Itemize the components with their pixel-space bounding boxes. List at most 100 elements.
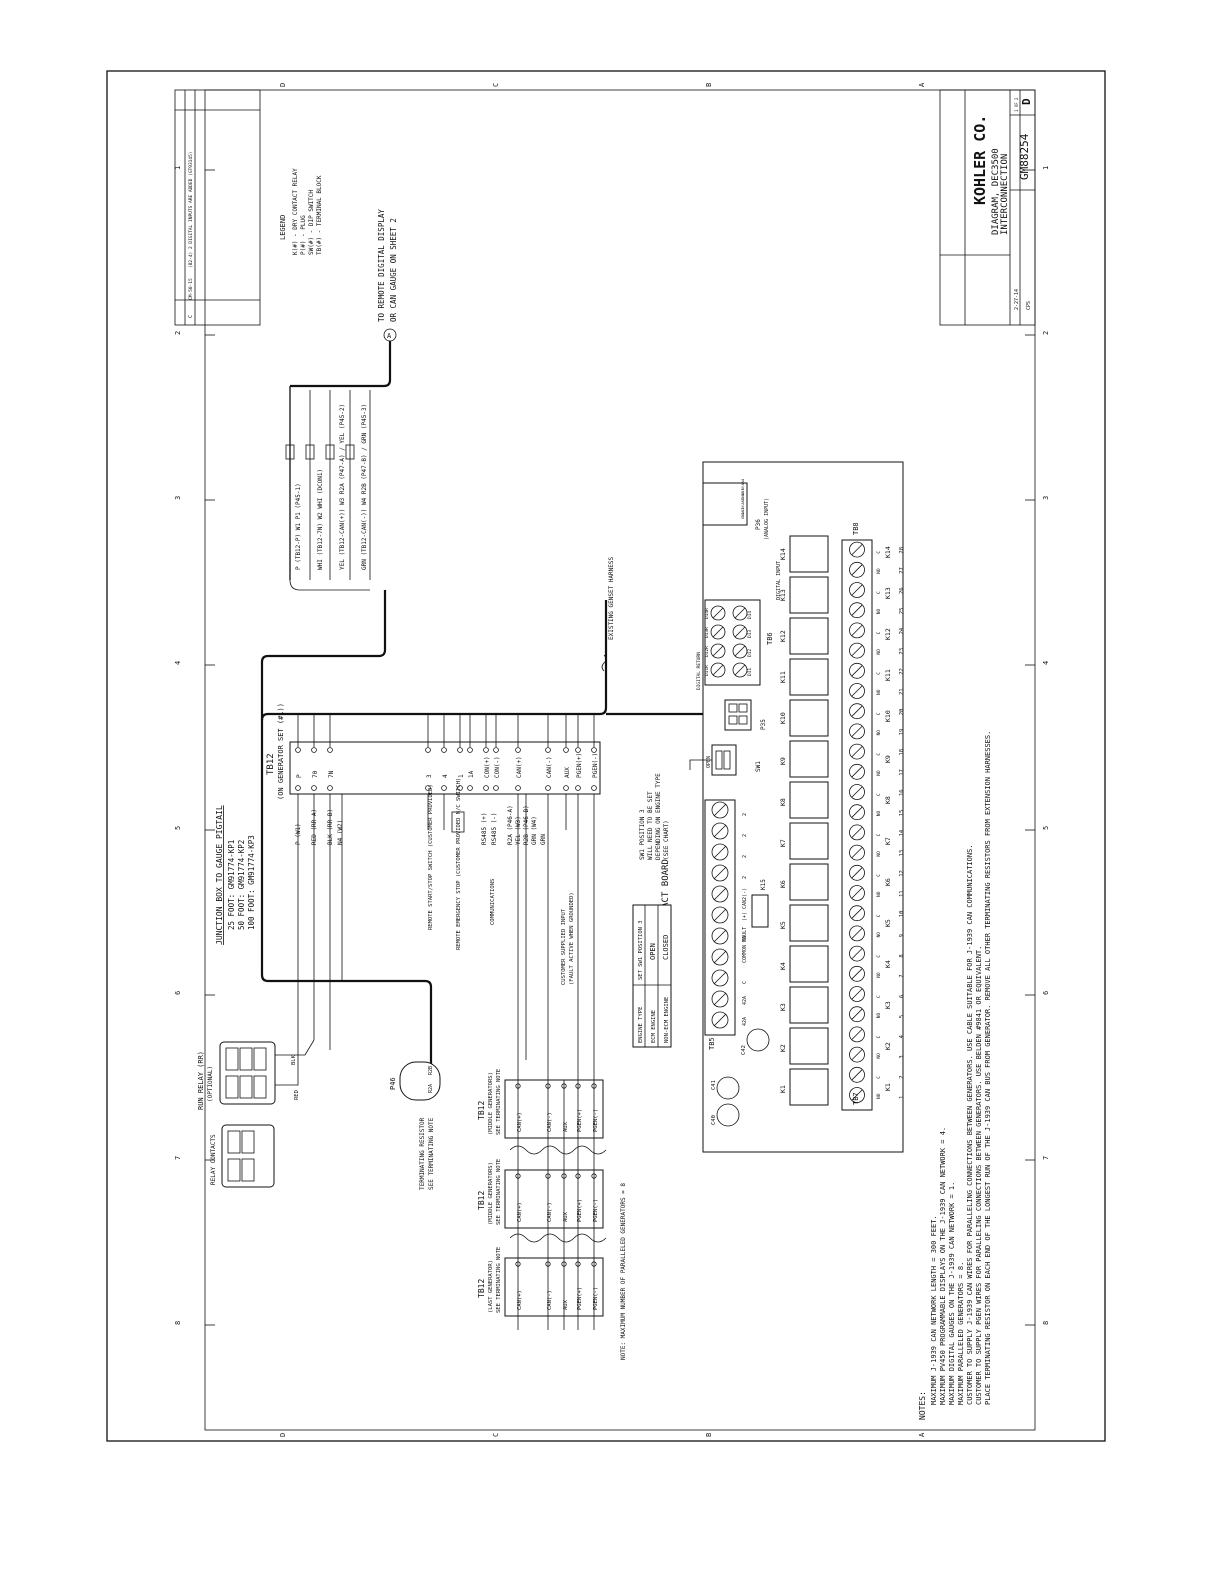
relay-label: K3: [779, 1003, 787, 1011]
rs485-plus-label: RS485 (+): [481, 812, 488, 845]
company-name: KOHLER CO.: [971, 115, 989, 205]
run-relay-title: RUN RELAY (RR): [197, 1051, 205, 1110]
relay-strip-label: K7: [884, 837, 892, 845]
tb5-terminal-label: 2: [742, 834, 748, 837]
relay-label: K1: [779, 1085, 787, 1093]
strip-screw: [849, 864, 865, 881]
tb5-screw-slot: [713, 887, 727, 901]
strip-contact-label: NO: [876, 608, 882, 614]
communications-label: COMMUNICATIONS: [490, 879, 496, 925]
paralleling-wires: [509, 1060, 607, 1330]
engine-table-r1c2: OPEN: [649, 943, 657, 960]
p46-plug: P46 R2A R2B TERMINATING RESISTOR SEE TER…: [389, 1061, 441, 1190]
engine-table-r2c2: CLOSED: [662, 935, 670, 960]
tb5-screw-slot: [713, 866, 727, 880]
strip-terminal-number: 10: [899, 911, 905, 918]
tb12-terminal-top: [327, 747, 333, 753]
generator-terminal-label: PGEN(-): [593, 1109, 599, 1132]
yel-w3-label: YEL (W3): [515, 816, 522, 845]
r2b-label: R2B (P46-B): [523, 805, 530, 845]
strip-screw: [849, 703, 865, 720]
remote-display-line2: OR CAN GAUGE ON SHEET 2: [389, 218, 398, 322]
generator-terminal-label: CAN(-): [547, 1290, 553, 1310]
tb12-terminal-top: [467, 747, 473, 753]
tb6-screw-slot: [734, 626, 746, 638]
strip-terminal-number: 7: [899, 974, 905, 977]
tb12-terminal-label: 1: [458, 774, 465, 778]
generator-block-line: (MIDDLE GENERATORS): [488, 1162, 494, 1225]
p36-pin-label: AN3: [741, 489, 745, 496]
strip-terminal-number: 27: [899, 567, 905, 574]
tb12-terminal-bottom: [425, 785, 431, 791]
relay-label: K4: [779, 962, 787, 970]
tb6-screw: [710, 643, 726, 659]
strip-screw-slot: [851, 847, 863, 858]
junction-box-title: JUNCTION BOX TO GAUGE PIGTAIL: [215, 805, 224, 945]
p35-label: P35: [760, 719, 767, 730]
zone-number-left: 1: [174, 166, 182, 170]
strip-screw-slot: [851, 625, 863, 636]
generator-terminal-label: CAN(+): [517, 1290, 523, 1310]
tb5-screw: [711, 843, 729, 861]
relay-contacts-label: RELAY CONTACTS: [210, 1134, 217, 1185]
strip-terminal-number: 5: [899, 1015, 905, 1018]
tb12-terminal-bottom: [467, 785, 473, 791]
tb12-terminal-top: [575, 747, 581, 753]
strip-screw: [849, 945, 865, 962]
strip-screw-slot: [851, 806, 863, 818]
generator-terminal-label: AUX: [563, 1299, 569, 1310]
strip-screw-slot: [851, 1049, 863, 1060]
generator-tb12-block: [504, 1169, 604, 1229]
tb6-screw-slot: [712, 664, 724, 676]
strip-screw-slot: [851, 665, 863, 677]
strip-terminal-number: 12: [899, 870, 905, 877]
strip-contact-label: NO: [876, 689, 882, 695]
legend: LEGEND K(#) - DRY CONTACT RELAY P(#) - P…: [279, 168, 323, 255]
main-harness-trunk: EXISTING GENSET HARNESS: [260, 557, 720, 1090]
tb5-screw-slot: [713, 929, 727, 943]
p36-pin-label: 5V: [741, 485, 745, 490]
customer-input-label-1: CUSTOMER SUPPLIED INPUT: [561, 908, 567, 985]
remote-display-connector: A TO REMOTE DIGITAL DISPLAY OR CAN GAUGE…: [377, 209, 398, 342]
zone-letter-bottom: B: [705, 1433, 713, 1437]
tb5-screw: [711, 885, 729, 903]
generator-terminal-label: CAN(+): [517, 1112, 523, 1132]
tb5-screw-slot: [713, 971, 727, 985]
generator-terminal-label: PGEN(+): [577, 1287, 583, 1310]
tb5-screw: [711, 822, 729, 840]
sw1-note-3: DEPENDING ON ENGINE TYPE: [655, 773, 662, 860]
drawing-title-line2: INTERCONNECTION: [1000, 154, 1010, 235]
relay-label: K7: [779, 839, 787, 847]
relay-k9: [789, 740, 829, 778]
relay-k13: [789, 576, 829, 614]
zone-number-left: 2: [174, 331, 182, 335]
strip-contact-label: C: [876, 1076, 882, 1079]
tb5-terminal-label: 2: [742, 897, 748, 900]
p36-pin-label: GND: [741, 493, 745, 500]
zone-number-right: 5: [1042, 826, 1050, 830]
tb5-screw: [711, 906, 729, 924]
strip-contact-label: C: [876, 995, 882, 998]
strip-contact-label: C: [876, 793, 882, 796]
tb12-terminal-top: [493, 747, 499, 753]
tb6-terminal-label: DI2R: [704, 646, 710, 657]
strip-screw: [849, 824, 865, 841]
tb12-terminal-top: [441, 747, 447, 753]
strip-screw-slot: [851, 726, 863, 737]
zone-number-left: 7: [174, 1156, 182, 1160]
strip-terminal-number: 28: [899, 547, 905, 554]
tb6-screw: [732, 662, 748, 678]
tb5-screw: [711, 927, 729, 945]
relay-dry-contact-board: 15 RELAY DRY CONTACT BOARD P36 (ANALOG I…: [639, 461, 905, 1153]
zone-number-left: 5: [174, 826, 182, 830]
relay-label: K11: [779, 671, 787, 683]
tb12-terminal-label: CON(-): [494, 756, 501, 778]
generator-block-title: TB12: [477, 1191, 486, 1210]
strip-screw-slot: [851, 867, 863, 879]
tb6-terminal-label: DI1: [747, 668, 753, 676]
note-2: MAXIMUM PV450 PROGRAMMABLE DISPLAYS ON T…: [939, 1127, 947, 1405]
strip-terminal-number: 6: [899, 995, 905, 998]
note-4: MAXIMUM PARALLELED GENERATORS = 8.: [957, 1262, 965, 1405]
